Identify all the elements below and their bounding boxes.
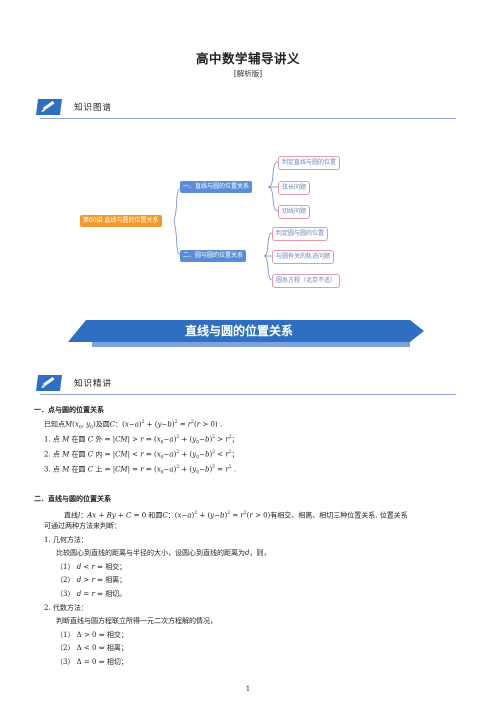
section-banner: 直线与圆的位置关系 bbox=[68, 320, 410, 342]
mindmap-branch-circle-circle: 二、圆与圆的位置关系 bbox=[180, 250, 247, 262]
section1-intro: 已知点M(x0, y0)及圆C：(x−a)2 + (y−b)2 = r2(r >… bbox=[44, 420, 223, 431]
page-subtitle: [解析版] bbox=[233, 69, 263, 78]
mindmap-leaf: 圆系方程（北京不适） bbox=[272, 274, 341, 288]
mind-map-connectors bbox=[173, 161, 279, 281]
mind-map: 第00讲 直线与圆的位置关系 一、直线与圆的位置关系 二、圆与圆的位置关系 判定… bbox=[0, 0, 496, 300]
method1-case1: （1） d < r ⇔ 相交； bbox=[56, 563, 127, 571]
mindmap-leaf: 判定圆与圆的位置 bbox=[272, 227, 329, 241]
mindmap-leaf: 弦长问题 bbox=[278, 181, 311, 195]
method1-case3: （3） d = r ⇔ 相切。 bbox=[56, 590, 127, 598]
pencil-icon bbox=[34, 373, 64, 393]
banner-rule bbox=[40, 118, 456, 119]
page-title: 高中数学辅导讲义 bbox=[195, 51, 300, 66]
method2-case2: （2） Δ < 0 ⇔ 相离； bbox=[56, 644, 128, 652]
banner-label-lecture: 知识精讲 bbox=[74, 379, 113, 389]
mindmap-branch-line-circle: 一、直线与圆的位置关系 bbox=[180, 181, 253, 193]
section2-title: 二．直线与圆的位置关系 bbox=[34, 495, 111, 503]
method2-case3: （3） Δ = 0 ⇔ 相切； bbox=[56, 658, 128, 666]
section-banner-tab bbox=[410, 320, 424, 342]
pencil-icon bbox=[34, 97, 64, 117]
method1-desc: 比较圆心到直线的距离与半径的大小，设圆心到直线的距离为d，则， bbox=[56, 549, 271, 557]
section-banner-underline bbox=[92, 342, 410, 347]
banner-label-map: 知识图谱 bbox=[74, 103, 113, 113]
section1-title: 一．点与圆的位置关系 bbox=[34, 406, 104, 414]
banner-rule bbox=[40, 394, 456, 395]
method2-desc: 判断直线与圆方程联立所得一元二次方程解的情况， bbox=[56, 617, 217, 625]
section2-intro: 直线l：Ax + By + C = 0 和圆C：(x−a)2 + (y−b)2 … bbox=[64, 511, 408, 520]
mindmap-leaf: 判定直线与圆的位置 bbox=[278, 156, 341, 170]
page-number: 1 bbox=[245, 685, 251, 693]
point-inside-rule: 2. 点 M 在圆 C 内 ⇔ |CM| < r ⇔ (x0−a)2 + (y0… bbox=[44, 450, 239, 461]
point-on-rule: 3. 点 M 在圆 C 上 ⇔ |CM| = r ⇔ (x0−a)2 + (y0… bbox=[44, 465, 237, 476]
mindmap-leaf: 与圆有关的轨迹问题 bbox=[272, 250, 335, 264]
method2-title: 2. 代数方法： bbox=[44, 604, 88, 612]
section2-intro-line2: 可通过两种方法来判断： bbox=[44, 522, 121, 530]
method1-case2: （2） d > r ⇔ 相离； bbox=[56, 576, 127, 584]
point-outside-rule: 1. 点 M 在圆 C 外 ⇔ |CM| > r ⇔ (x0−a)2 + (y0… bbox=[44, 435, 239, 446]
method2-case1: （1） Δ > 0 ⇔ 相交； bbox=[56, 631, 128, 639]
mindmap-root: 第00讲 直线与圆的位置关系 bbox=[80, 215, 162, 227]
mindmap-leaf: 切线问题 bbox=[278, 205, 311, 219]
method1-title: 1. 几何方法： bbox=[44, 536, 88, 544]
